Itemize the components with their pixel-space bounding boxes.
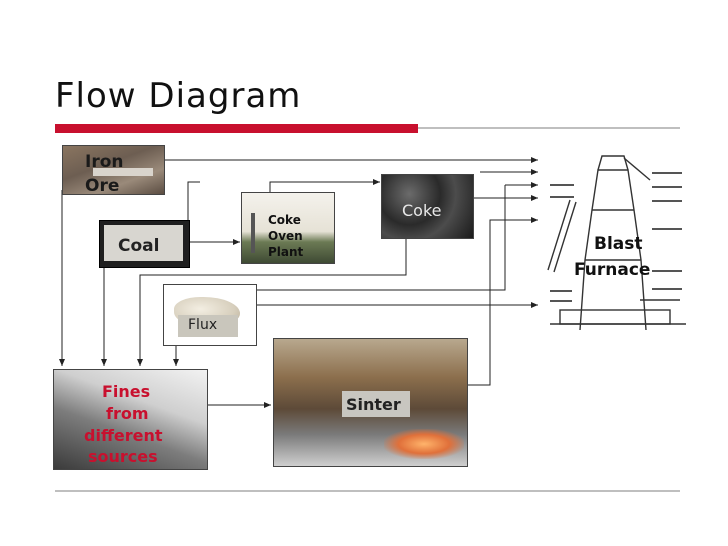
coal-box: Coal bbox=[99, 220, 190, 268]
iron-ore-box: Iron Ore bbox=[62, 145, 165, 195]
title-gray-rule bbox=[418, 127, 680, 129]
iron-ore-label-1: Iron bbox=[85, 152, 124, 172]
coke-oven-plant-box: Coke Oven Plant bbox=[241, 192, 335, 264]
title-accent-rule bbox=[55, 124, 418, 133]
coke-oven-label-2: Oven bbox=[268, 229, 303, 243]
sinter-label: Sinter bbox=[346, 395, 401, 414]
blast-furnace-schematic bbox=[547, 155, 686, 331]
fines-label-3: different bbox=[84, 426, 163, 445]
flux-label-strip bbox=[178, 315, 238, 337]
sinter-label-strip bbox=[342, 391, 410, 417]
fines-label-1: Fines bbox=[102, 382, 151, 401]
flux-label: Flux bbox=[188, 317, 218, 333]
coal-label: Coal bbox=[118, 236, 160, 256]
fines-label-2: from bbox=[106, 404, 149, 423]
fines-box: Fines from different sources bbox=[53, 369, 208, 470]
footer-rule bbox=[55, 490, 680, 492]
coke-box: Coke bbox=[381, 174, 474, 239]
sinter-box: Sinter bbox=[273, 338, 468, 467]
coke-label: Coke bbox=[402, 201, 442, 220]
page-title: Flow Diagram bbox=[55, 76, 302, 116]
flux-box: Flux bbox=[163, 284, 257, 346]
blast-furnace-label-2: Furnace bbox=[574, 260, 651, 280]
coke-oven-label-3: Plant bbox=[268, 245, 304, 259]
sinter-glow bbox=[384, 429, 464, 459]
iron-ore-label-2: Ore bbox=[85, 176, 120, 195]
coal-inner bbox=[104, 225, 183, 261]
fines-label-4: sources bbox=[88, 447, 158, 466]
coke-oven-label-1: Coke bbox=[268, 213, 301, 227]
coke-oven-tower bbox=[251, 213, 255, 253]
iron-ore-caption-strip bbox=[93, 168, 153, 176]
blast-furnace-box: Blast Furnace bbox=[540, 150, 696, 335]
blast-furnace-label-1: Blast bbox=[594, 234, 643, 254]
